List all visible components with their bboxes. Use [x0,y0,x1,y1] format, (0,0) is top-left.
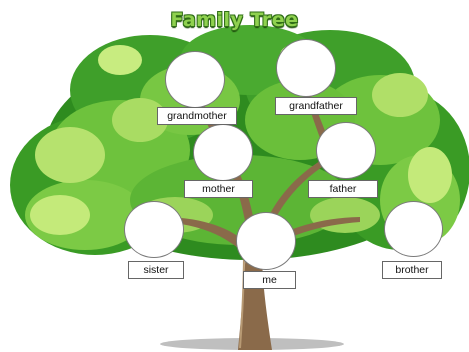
sister-photo-circle [124,201,184,258]
mother-photo-circle [193,124,253,181]
me-photo-circle [236,212,296,270]
father-label: father [308,180,378,198]
me-label: me [243,271,296,289]
mother-label: mother [184,180,253,198]
page-title: Family Tree [170,9,299,31]
grandmother-label: grandmother [157,107,237,125]
grandfather-photo-circle [276,39,336,97]
grandmother-photo-circle [165,51,225,108]
grandfather-label: grandfather [275,97,357,115]
brother-photo-circle [384,201,443,257]
sister-label: sister [128,261,184,279]
brother-label: brother [382,261,442,279]
father-photo-circle [316,122,376,179]
